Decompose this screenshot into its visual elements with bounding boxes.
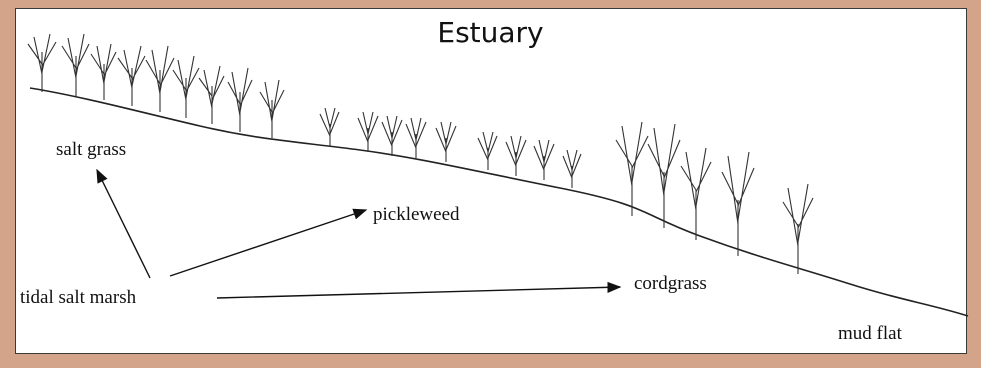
label-cordgrass: cordgrass xyxy=(634,273,707,294)
diagram-title: Estuary xyxy=(437,16,544,49)
ground-line xyxy=(29,87,969,317)
arrow-to-cordgrass xyxy=(216,281,622,299)
arrow-to-pickleweed xyxy=(169,208,368,277)
diagram-panel xyxy=(15,8,967,354)
label-tidal-salt-marsh: tidal salt marsh xyxy=(20,287,137,308)
salt-grass-plants xyxy=(27,33,285,138)
label-pickleweed: pickleweed xyxy=(373,204,460,225)
label-mud-flat: mud flat xyxy=(838,323,902,344)
cordgrass-plants xyxy=(615,121,814,274)
pickleweed-plants xyxy=(319,107,582,188)
label-salt-grass: salt grass xyxy=(56,139,127,160)
arrow-to-salt-grass xyxy=(96,168,151,279)
